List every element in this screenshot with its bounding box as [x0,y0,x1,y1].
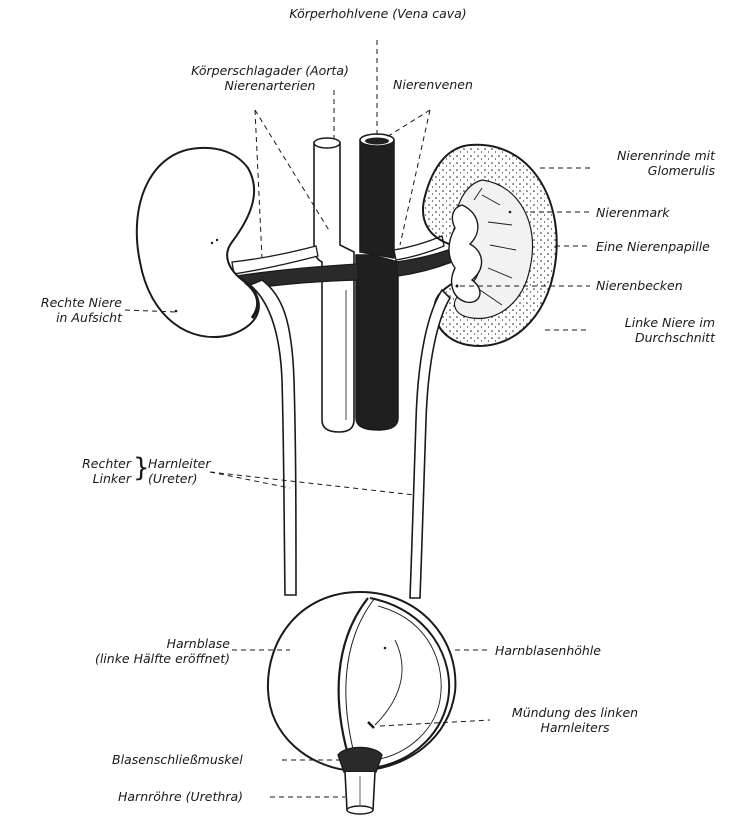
label-nierenmark: Nierenmark [596,205,669,220]
label-nierenrinde: Nierenrinde mit Glomerulis [575,148,715,178]
bladder [268,592,456,770]
vena-cava [356,134,398,430]
label-harnleiter: Harnleiter (Ureter) [148,456,211,486]
label-rechte-niere: Rechte Niere in Aufsicht [4,295,122,325]
label-harnblasenhoehle: Harnblasenhöhle [495,643,601,658]
label-vena-cava: Körperhohlvene (Vena cava) [283,6,473,21]
label-harnblase: Harnblase (linke Hälfte eröffnet) [40,636,230,666]
label-aorta-nierenarterien: Körperschlagader (Aorta) Nierenarterien [175,63,365,93]
urethra [338,748,382,815]
label-rechter-linker: Rechter Linker [60,456,131,486]
label-nierenvenen: Nierenvenen [393,77,473,92]
label-nierenbecken: Nierenbecken [596,278,683,293]
label-harnroehre: Harnröhre (Urethra) [118,789,243,804]
aorta [314,138,354,432]
label-muendung: Mündung des linken Harnleiters [495,705,655,735]
label-blasenschliessmuskel: Blasenschließmuskel [112,752,243,767]
label-linke-niere: Linke Niere im Durchschnitt [575,315,715,345]
right-kidney [137,148,259,337]
label-nierenpapille: Eine Nierenpapille [596,239,710,254]
